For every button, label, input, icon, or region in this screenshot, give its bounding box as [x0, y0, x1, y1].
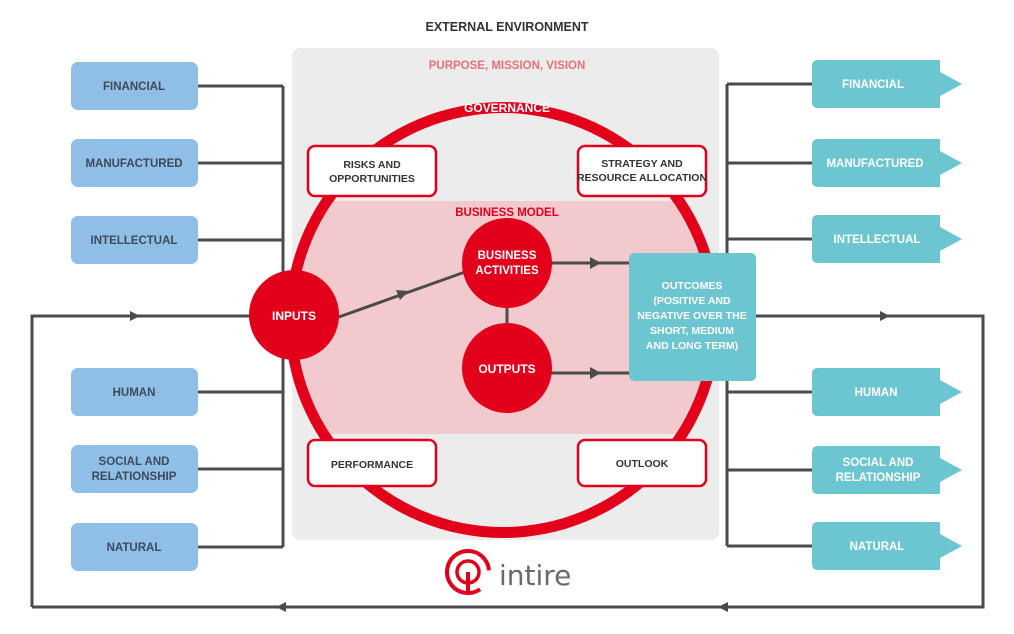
- strategy-label-line1: STRATEGY AND: [601, 158, 683, 170]
- input-capital-financial: FINANCIAL: [71, 62, 198, 110]
- output-social-label-line2: RELATIONSHIP: [836, 472, 921, 484]
- loop-arrow-left-top: [130, 311, 140, 321]
- input-social-label-line1: SOCIAL AND: [99, 456, 170, 468]
- loop-arrow-bottom-right: [718, 602, 728, 612]
- logo-ring-icon: [444, 549, 491, 595]
- activities-label-line2: ACTIVITIES: [475, 265, 539, 277]
- strategy-allocation-box: STRATEGY AND RESOURCE ALLOCATION: [576, 144, 708, 198]
- output-capital-financial: FINANCIAL: [812, 60, 962, 108]
- intire-logo: intire: [444, 548, 571, 596]
- outlook-box: OUTLOOK: [576, 438, 708, 488]
- output-financial-label: FINANCIAL: [842, 79, 904, 91]
- purpose-label: PURPOSE, MISSION, VISION: [429, 60, 586, 72]
- outcomes-box: OUTCOMES (POSITIVE AND NEGATIVE OVER THE…: [629, 253, 756, 381]
- input-capital-human: HUMAN: [71, 368, 198, 416]
- output-manufactured-label: MANUFACTURED: [826, 158, 923, 170]
- loop-arrow-right-top: [880, 311, 890, 321]
- logo-wordmark: intire: [499, 559, 571, 592]
- inputs-node: INPUTS: [249, 270, 339, 360]
- activities-label-line1: BUSINESS: [478, 250, 537, 262]
- internal-flows: [335, 257, 632, 379]
- outputs-to-outcomes-arrow: [590, 367, 601, 379]
- outcomes-line1: OUTCOMES: [662, 280, 723, 292]
- feedback-loop: [30, 311, 985, 612]
- business-activities-node: BUSINESS ACTIVITIES: [462, 218, 552, 308]
- strategy-label-line2: RESOURCE ALLOCATION: [577, 172, 707, 184]
- performance-label: PERFORMANCE: [331, 459, 413, 471]
- performance-box: PERFORMANCE: [306, 438, 438, 488]
- input-financial-label: FINANCIAL: [103, 81, 165, 93]
- output-capital-social: SOCIAL AND RELATIONSHIP: [812, 446, 962, 494]
- risks-label-line1: RISKS AND: [343, 159, 401, 171]
- output-capital-natural: NATURAL: [812, 522, 962, 570]
- input-social-label-line2: RELATIONSHIP: [92, 471, 177, 483]
- input-intellectual-label: INTELLECTUAL: [91, 235, 178, 247]
- input-natural-label: NATURAL: [107, 542, 162, 554]
- loop-arrow-bottom-left: [276, 602, 286, 612]
- output-human-label: HUMAN: [855, 387, 898, 399]
- outcomes-line4: SHORT, MEDIUM: [650, 325, 734, 337]
- input-capital-manufactured: MANUFACTURED: [71, 139, 198, 187]
- inputs-label: INPUTS: [272, 309, 316, 323]
- outcomes-line2: (POSITIVE AND: [653, 295, 731, 307]
- outputs-label: OUTPUTS: [478, 362, 535, 376]
- outputs-node: OUTPUTS: [462, 323, 552, 413]
- risks-opportunities-box: RISKS AND OPPORTUNITIES: [306, 144, 438, 198]
- output-social-label-line1: SOCIAL AND: [843, 457, 914, 469]
- outcomes-line5: AND LONG TERM): [646, 340, 738, 352]
- outlook-label: OUTLOOK: [616, 458, 669, 470]
- output-capital-manufactured: MANUFACTURED: [812, 139, 962, 187]
- output-intellectual-label: INTELLECTUAL: [834, 234, 921, 246]
- inputs-to-activities-arrow: [396, 290, 409, 300]
- outcomes-line3: NEGATIVE OVER THE: [637, 310, 747, 322]
- input-capital-natural: NATURAL: [71, 523, 198, 571]
- input-human-label: HUMAN: [113, 387, 156, 399]
- activities-to-outcomes-arrow: [590, 257, 601, 269]
- business-model-label: BUSINESS MODEL: [455, 207, 559, 219]
- input-capital-intellectual: INTELLECTUAL: [71, 216, 198, 264]
- input-capital-social: SOCIAL AND RELATIONSHIP: [71, 445, 198, 493]
- output-capital-human: HUMAN: [812, 368, 962, 416]
- output-natural-label: NATURAL: [850, 541, 905, 553]
- output-capital-intellectual: INTELLECTUAL: [812, 215, 962, 263]
- governance-label: GOVERNANCE: [464, 101, 550, 115]
- external-environment-title: EXTERNAL ENVIRONMENT: [426, 20, 589, 34]
- input-manufactured-label: MANUFACTURED: [85, 158, 182, 170]
- risks-label-line2: OPPORTUNITIES: [329, 173, 415, 185]
